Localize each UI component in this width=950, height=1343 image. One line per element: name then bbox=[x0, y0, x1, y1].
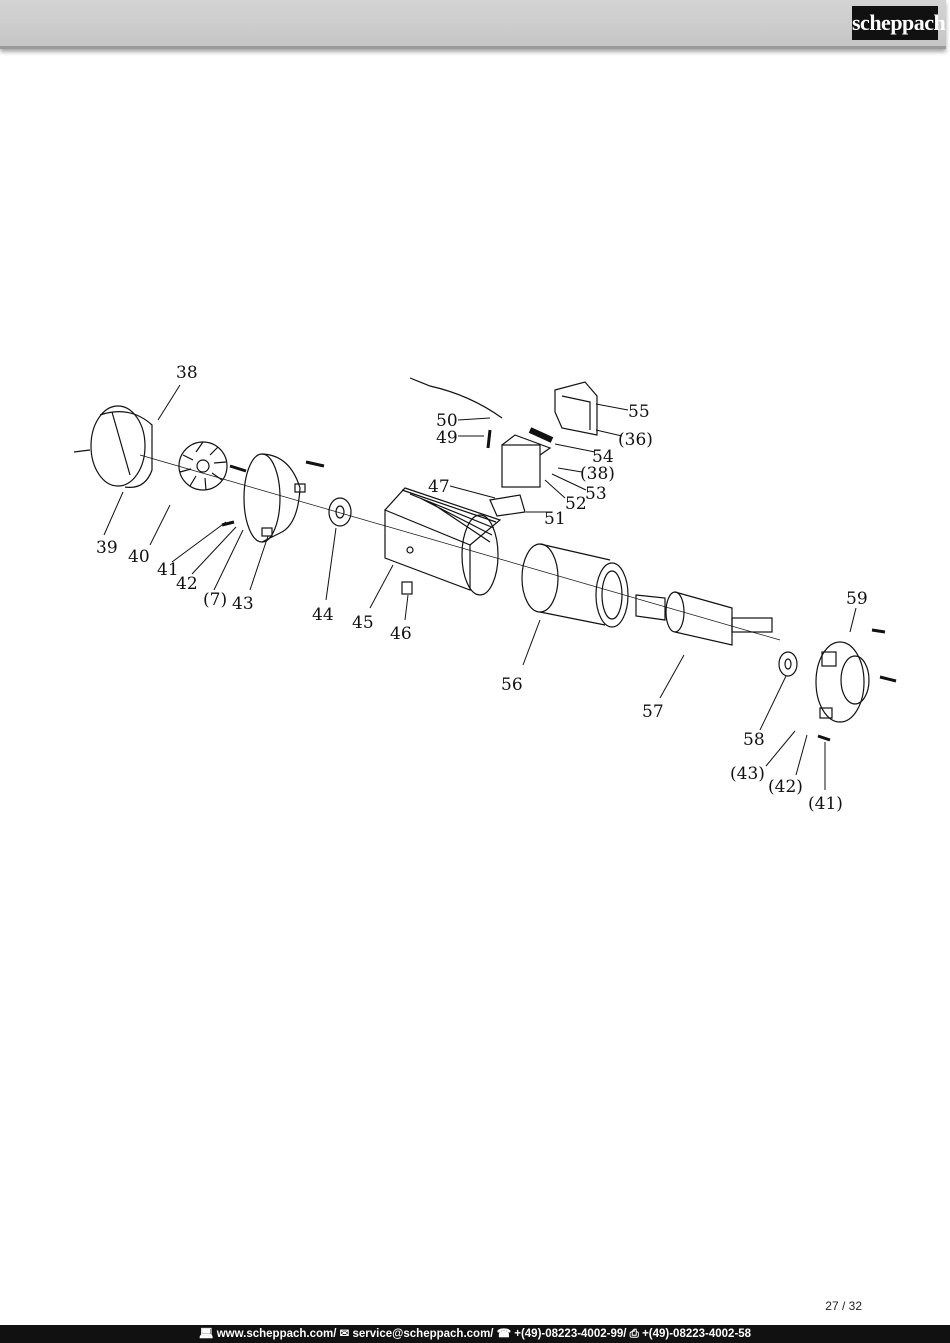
leader-lines bbox=[103, 384, 857, 790]
footer-separator: / bbox=[490, 1328, 494, 1340]
fan-part bbox=[178, 441, 228, 491]
label-42: 42 bbox=[176, 574, 198, 594]
label-38b: (38) bbox=[580, 464, 615, 484]
page-number: 27 / 32 bbox=[825, 1299, 862, 1313]
end-shield-right-part bbox=[815, 641, 870, 723]
label-40: 40 bbox=[128, 547, 150, 567]
fax-number: +(49)-08223-4002-58 bbox=[642, 1328, 752, 1340]
footer-bar: 💻︎ www.scheppach.com / ✉ service@scheppa… bbox=[0, 1325, 950, 1343]
switch-box-part bbox=[501, 434, 552, 488]
capacitor-part bbox=[528, 427, 554, 443]
label-42b: (42) bbox=[768, 777, 803, 797]
rotor-part bbox=[635, 591, 773, 646]
cable-gland-part bbox=[401, 581, 413, 595]
fax-icon: ⎙ bbox=[629, 1328, 639, 1340]
label-47: 47 bbox=[428, 477, 450, 497]
computer-icon: 💻︎ bbox=[198, 1328, 214, 1340]
strain-relief-part bbox=[486, 429, 492, 449]
label-7: (7) bbox=[203, 590, 227, 610]
label-52: 52 bbox=[565, 494, 587, 514]
label-56: 56 bbox=[501, 675, 523, 695]
terminal-cover-part bbox=[554, 381, 598, 436]
label-55: 55 bbox=[628, 402, 650, 422]
website-link[interactable]: www.scheppach.com bbox=[216, 1328, 334, 1340]
stator-part bbox=[521, 543, 629, 628]
label-57: 57 bbox=[642, 702, 664, 722]
label-50: 50 bbox=[436, 411, 458, 431]
label-53: 53 bbox=[585, 484, 607, 504]
label-38: 38 bbox=[176, 363, 198, 383]
label-46: 46 bbox=[390, 624, 412, 644]
phone-number: +(49)-08223-4002-99 bbox=[514, 1328, 624, 1340]
footer-separator: / bbox=[333, 1328, 337, 1340]
label-41: 41 bbox=[157, 560, 179, 580]
screws-right bbox=[817, 628, 897, 742]
label-51: 51 bbox=[544, 509, 566, 529]
scheppach-logo: scheppach bbox=[852, 6, 946, 40]
label-36: (36) bbox=[618, 430, 653, 450]
label-39: 39 bbox=[96, 538, 118, 558]
email-link[interactable]: service@scheppach.com bbox=[352, 1328, 491, 1340]
screws-left bbox=[221, 460, 325, 527]
phone-icon: ☎ bbox=[496, 1328, 512, 1340]
label-54: 54 bbox=[592, 447, 614, 467]
fan-cover-part bbox=[73, 405, 153, 488]
envelope-icon: ✉ bbox=[339, 1328, 350, 1340]
gasket-part bbox=[489, 494, 526, 517]
header-bar: scheppach bbox=[0, 0, 946, 49]
exploded-motor-diagram: 38 39 40 41 42 (7) 43 44 45 46 47 50 49 … bbox=[73, 363, 897, 814]
bearing-right-part bbox=[778, 651, 798, 677]
footer-separator: / bbox=[623, 1328, 627, 1340]
axis-line bbox=[139, 454, 781, 641]
label-58: 58 bbox=[743, 730, 765, 750]
end-shield-part bbox=[243, 453, 306, 543]
label-41b: (41) bbox=[808, 794, 843, 814]
label-43b: (43) bbox=[730, 764, 765, 784]
label-43: 43 bbox=[232, 594, 254, 614]
label-49: 49 bbox=[436, 428, 458, 448]
label-44: 44 bbox=[312, 605, 334, 625]
motor-housing-part bbox=[384, 487, 502, 596]
bearing-part bbox=[328, 497, 352, 527]
label-59: 59 bbox=[846, 589, 868, 609]
label-45: 45 bbox=[352, 613, 374, 633]
power-cable-part bbox=[409, 377, 503, 419]
